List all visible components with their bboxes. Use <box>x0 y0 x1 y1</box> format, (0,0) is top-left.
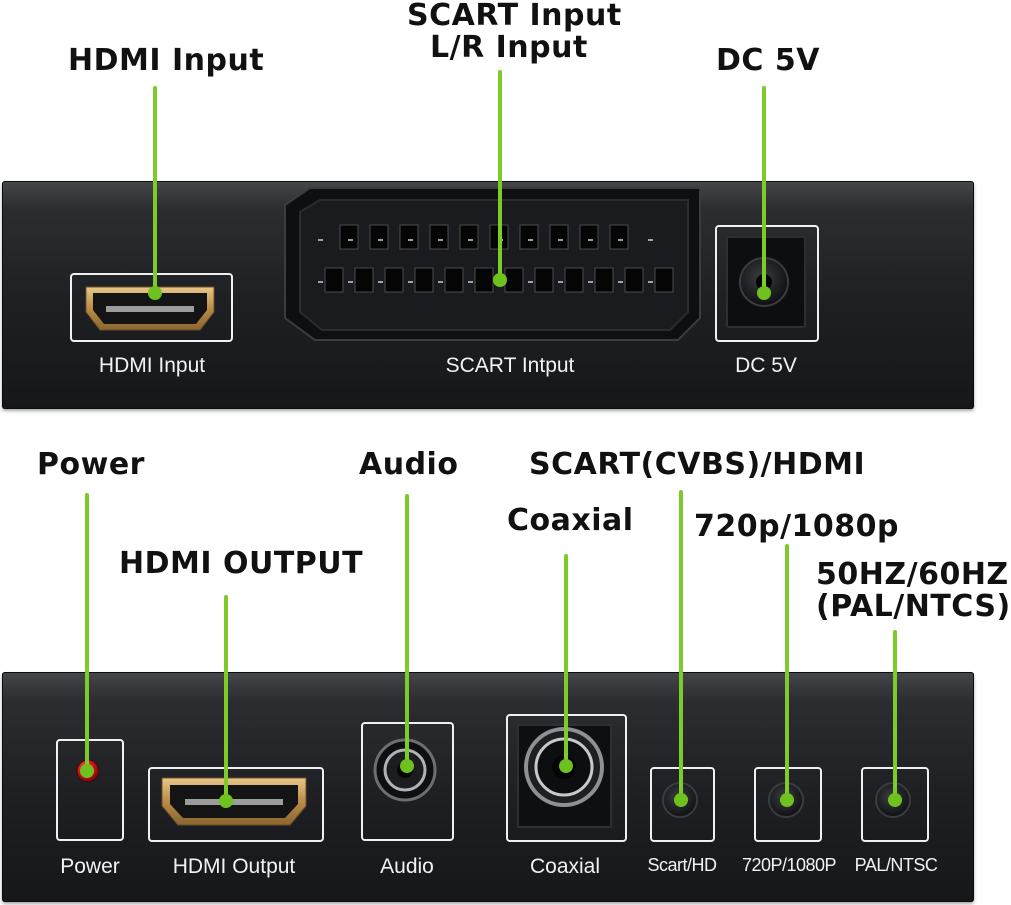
callout-scart-input-line1: SCART Input <box>407 0 622 33</box>
hdmi-input-marker <box>148 286 162 300</box>
audio-marker <box>400 759 414 773</box>
callout-scart-cvbs-hdmi: SCART(CVBS)/HDMI <box>529 447 866 482</box>
scart-pin-row-top <box>339 224 629 250</box>
callout-resolution: 720p/1080p <box>694 509 900 544</box>
callout-coaxial: Coaxial <box>507 503 634 538</box>
scart-pin-row-bottom <box>324 267 674 293</box>
label-coaxial: Coaxial <box>529 855 601 878</box>
power-led-frame <box>56 739 124 841</box>
label-resolution: 720P/1080P <box>741 855 837 875</box>
callout-hdmi-output: HDMI OUTPUT <box>119 546 364 581</box>
callout-refresh-line1: 50HZ/60HZ <box>816 557 1009 592</box>
hdmi-input-port-frame <box>70 273 233 342</box>
hdmi-output-port-frame <box>148 767 324 842</box>
power-marker <box>80 764 94 778</box>
label-scart-hd: Scart/HD <box>647 855 717 875</box>
label-power: Power <box>60 855 120 878</box>
callout-scart-input-line2: L/R Input <box>430 30 588 65</box>
label-scart-input: SCART Intput <box>445 354 575 377</box>
callout-refresh-line2: (PAL/NTCS) <box>816 589 1011 624</box>
label-dc-5v: DC 5V <box>735 354 797 377</box>
label-audio: Audio <box>380 855 434 878</box>
coaxial-marker <box>559 759 573 773</box>
callout-power: Power <box>37 447 145 482</box>
label-hdmi-input: HDMI Input <box>98 354 206 377</box>
scart-input-marker <box>493 273 507 287</box>
hdmi-input-port <box>85 286 215 331</box>
pal-ntsc-marker <box>888 793 902 807</box>
label-hdmi-output: HDMI Output <box>172 855 296 878</box>
hdmi-output-marker <box>219 794 233 808</box>
dc-5v-port-frame <box>715 225 819 342</box>
resolution-marker <box>780 793 794 807</box>
callout-hdmi-input: HDMI Input <box>68 43 265 78</box>
callout-dc-5v: DC 5V <box>716 43 820 78</box>
dc-5v-marker <box>757 286 771 300</box>
scart-input-port <box>284 187 701 341</box>
callout-audio: Audio <box>359 447 459 482</box>
scart-hd-marker <box>674 793 688 807</box>
label-pal-ntsc: PAL/NTSC <box>854 855 938 875</box>
hdmi-output-port <box>161 777 307 826</box>
